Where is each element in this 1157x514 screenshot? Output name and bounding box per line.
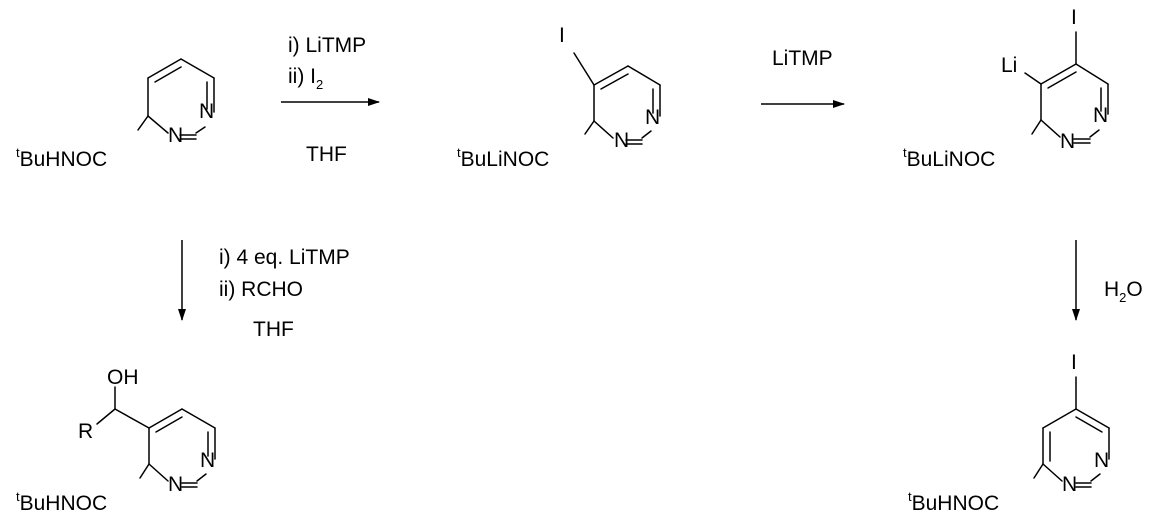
ring-nitrogen-left: N <box>1060 130 1075 153</box>
amide-substituent-label: tBuHNOC <box>908 489 999 514</box>
compound-2: I N N tBuLiNOC <box>457 24 661 171</box>
lithium-label: Li <box>1001 54 1017 77</box>
carbinol-bond <box>114 408 150 429</box>
arrow-1-solvent: THF <box>306 143 347 166</box>
ring-nitrogen-right: N <box>200 449 215 472</box>
ring-nitrogen-left: N <box>168 124 183 147</box>
lithium-bond <box>1024 72 1042 85</box>
ring-nitrogen-right: N <box>1093 104 1108 127</box>
arrow-2-reagent: LiTMP <box>772 47 833 70</box>
compound-5: I N N tBuHNOC <box>908 351 1110 514</box>
pyridazine-ring <box>593 65 661 145</box>
pyridazine-ring <box>148 408 216 488</box>
iodine-label: I <box>1071 6 1077 29</box>
iodine-label: I <box>559 24 565 47</box>
amide-substituent-label: tBuLiNOC <box>903 145 995 171</box>
ring-nitrogen-left: N <box>168 473 183 496</box>
arrow-3-reagent-step-1: i) 4 eq. LiTMP <box>219 246 350 269</box>
tert-superscript: t <box>16 145 20 160</box>
arrow-1-reagent-step-2: ii) I2 <box>288 65 323 92</box>
reaction-arrow-4: H2O <box>1072 240 1143 321</box>
compound-1: N N tBuHNOC <box>16 58 215 171</box>
r-group-label: R <box>78 420 93 443</box>
amide-substituent-label: tBuHNOC <box>16 145 107 171</box>
reaction-arrow-3: i) 4 eq. LiTMP ii) RCHO THF <box>178 240 350 341</box>
ring-nitrogen-right: N <box>199 100 214 123</box>
arrow-4-reagent: H2O <box>1104 278 1143 305</box>
reaction-arrow-2: LiTMP <box>761 47 845 108</box>
pyridazine-ring <box>1040 63 1109 144</box>
carbonyl-bond <box>584 120 595 135</box>
reaction-arrow-1: i) LiTMP ii) I2 THF <box>281 34 380 166</box>
hydroxyl-label: OH <box>107 366 139 389</box>
iodine-bond <box>573 52 595 86</box>
ring-nitrogen-left: N <box>1062 473 1077 496</box>
pyridazine-ring <box>1042 408 1110 488</box>
ring-nitrogen-right: N <box>645 106 660 129</box>
carbonyl-bond <box>139 463 150 479</box>
r-group-bond <box>96 408 116 425</box>
compound-3: I Li N N tBuLiNOC <box>903 6 1109 171</box>
amide-substituent-label: tBuHNOC <box>16 489 107 514</box>
arrow-1-reagent-step-1: i) LiTMP <box>288 34 366 57</box>
amide-substituent-label: tBuLiNOC <box>457 145 549 171</box>
compound-4: OH R N N tBuHNOC <box>16 366 216 514</box>
ring-nitrogen-left: N <box>614 129 629 152</box>
arrow-3-solvent: THF <box>253 318 294 341</box>
carbonyl-bond <box>1031 119 1042 135</box>
pyridazine-ring <box>147 58 215 140</box>
amide-group-text: BuHNOC <box>20 148 108 171</box>
carbonyl-bond <box>137 115 149 131</box>
ring-nitrogen-right: N <box>1094 449 1109 472</box>
carbonyl-bond <box>1033 463 1044 479</box>
arrow-3-reagent-step-2: ii) RCHO <box>219 278 303 301</box>
iodine-label: I <box>1071 351 1077 374</box>
